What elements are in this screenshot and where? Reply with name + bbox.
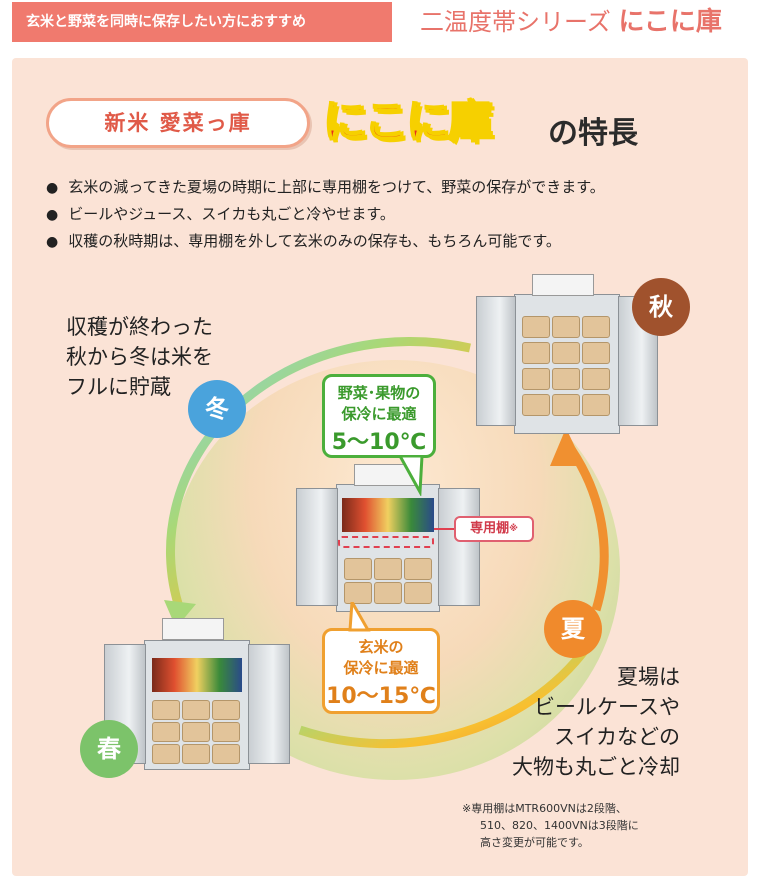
fridge-autumn: [476, 274, 658, 434]
callout-vegetables-pointer: [398, 456, 424, 496]
summer-desc-line: ビールケースや: [534, 695, 680, 719]
callout-veg-temp: 5～10℃: [331, 430, 427, 455]
summer-description: 夏場は ビールケースや スイカなどの 大物も丸ごと冷却: [494, 662, 680, 782]
footnote-line: 高さ変更が可能です。: [480, 836, 589, 849]
shelf-leader-line: [434, 528, 456, 530]
feature-item: ビールやジュース、スイカも丸ごと冷やせます。: [46, 201, 746, 228]
product-logo: にこに庫: [323, 96, 494, 149]
product-name-pill: 新米 愛菜っ庫: [46, 98, 310, 148]
season-badge-spring: 春: [80, 720, 138, 778]
callout-rice-line1: 玄米の: [358, 638, 404, 656]
shelf-tag-mark: ※: [509, 524, 518, 534]
winter-desc-line: 収穫が終わった: [66, 315, 213, 339]
footnote-line: 510、820、1400VNは3段階に: [480, 819, 639, 832]
season-badge-autumn: 秋: [632, 278, 690, 336]
season-badge-summer: 夏: [544, 600, 602, 658]
arrow-head-icon: [550, 428, 584, 466]
fridge-summer: [296, 464, 480, 612]
winter-description: 収穫が終わった 秋から冬は米を フルに貯蔵: [66, 312, 213, 402]
feature-list: 玄米の減ってきた夏場の時期に上部に専用棚をつけて、野菜の保存ができます。 ビール…: [46, 174, 746, 255]
header-tagline: 玄米と野菜を同時に保存したい方におすすめ: [12, 2, 392, 42]
summer-to-autumn-arrow: [562, 439, 609, 612]
callout-rice: 玄米の 保冷に最適 10～15℃: [322, 628, 440, 714]
footnote: ※専用棚はMTR600VNは2段階、 510、820、1400VNは3段階に 高…: [462, 800, 752, 851]
callout-veg-line1: 野菜･果物の: [337, 384, 421, 402]
summer-desc-line: 大物も丸ごと冷却: [512, 755, 680, 779]
winter-desc-line: 秋から冬は米を: [66, 345, 213, 369]
series-heading: 二温度帯シリーズ にこに庫: [400, 2, 748, 42]
callout-rice-line2: 保冷に最適: [343, 659, 419, 677]
winter-desc-line: フルに貯蔵: [66, 375, 171, 399]
fridge-spring: [104, 618, 290, 770]
summer-desc-line: スイカなどの: [554, 725, 680, 749]
shelf-indicator: [338, 536, 434, 548]
spring-to-summer-arrow: [298, 637, 596, 749]
shelf-tag-label: 専用棚: [470, 521, 510, 536]
series-prefix: 二温度帯シリーズ: [420, 8, 611, 36]
callout-rice-temp: 10～15℃: [326, 684, 436, 709]
callout-vegetables: 野菜･果物の 保冷に最適 5～10℃: [322, 374, 436, 458]
feature-item: 収穫の秋時期は、専用棚を外して玄米のみの保存も、もちろん可能です。: [46, 228, 746, 255]
summer-desc-line: 夏場は: [617, 665, 680, 689]
callout-rice-pointer: [348, 602, 371, 632]
arrow-head-icon: [164, 600, 196, 628]
title-suffix: の特長: [548, 116, 638, 151]
feature-item: 玄米の減ってきた夏場の時期に上部に専用棚をつけて、野菜の保存ができます。: [46, 174, 746, 201]
callout-veg-line2: 保冷に最適: [341, 405, 417, 423]
series-name: にこに庫: [618, 7, 722, 37]
shelf-tag: 専用棚※: [454, 516, 534, 542]
footnote-line: ※専用棚はMTR600VNは2段階、: [462, 802, 627, 815]
season-badge-winter: 冬: [188, 380, 246, 438]
